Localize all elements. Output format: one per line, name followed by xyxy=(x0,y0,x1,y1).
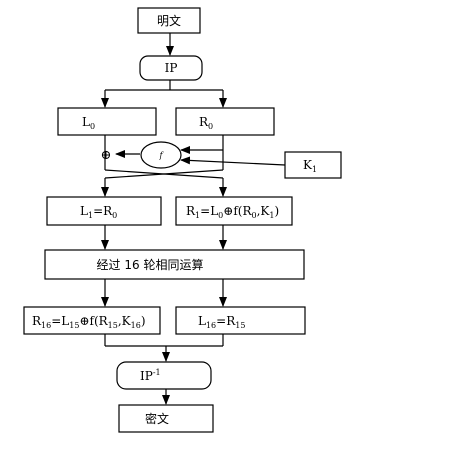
r16-label: R16=L15⊕f(R15,K16) xyxy=(32,314,146,330)
f-function-node: f xyxy=(140,141,182,169)
rounds-label: 经过 16 轮相同运算 xyxy=(97,257,204,272)
l16-label: L16=R15 xyxy=(198,314,245,330)
ip-node: IP xyxy=(139,55,203,81)
k1-node: K1 xyxy=(284,151,342,179)
ip-label: IP xyxy=(165,61,178,75)
r16-node: R16=L15⊕f(R15,K16) xyxy=(23,306,161,335)
k1-label: K1 xyxy=(303,158,317,174)
r0-label: R0 xyxy=(199,115,213,131)
ip-inverse-label: IP-1 xyxy=(140,368,161,383)
xor-operator: ⊕ xyxy=(101,148,112,163)
connector-lines xyxy=(101,33,286,405)
plaintext-node: 明文 xyxy=(137,7,201,34)
r1-node: R1=L0⊕f(R0,K1) xyxy=(175,196,293,226)
r0-node: R0 xyxy=(175,107,275,136)
f-label: f xyxy=(159,151,165,160)
ciphertext-label: 密文 xyxy=(145,411,169,426)
plaintext-label: 明文 xyxy=(157,13,181,28)
l1-label: L1=R0 xyxy=(80,204,117,220)
xor-symbol: ⊕ xyxy=(101,148,112,163)
l1-node: L1=R0 xyxy=(46,196,162,226)
l16-node: L16=R15 xyxy=(175,306,306,335)
rounds-node: 经过 16 轮相同运算 xyxy=(44,249,305,280)
r1-label: R1=L0⊕f(R0,K1) xyxy=(186,204,279,220)
l0-label: L0 xyxy=(82,115,95,131)
l0-node: L0 xyxy=(57,107,157,136)
ciphertext-node: 密文 xyxy=(118,404,214,433)
ip-inverse-node: IP-1 xyxy=(116,361,212,390)
